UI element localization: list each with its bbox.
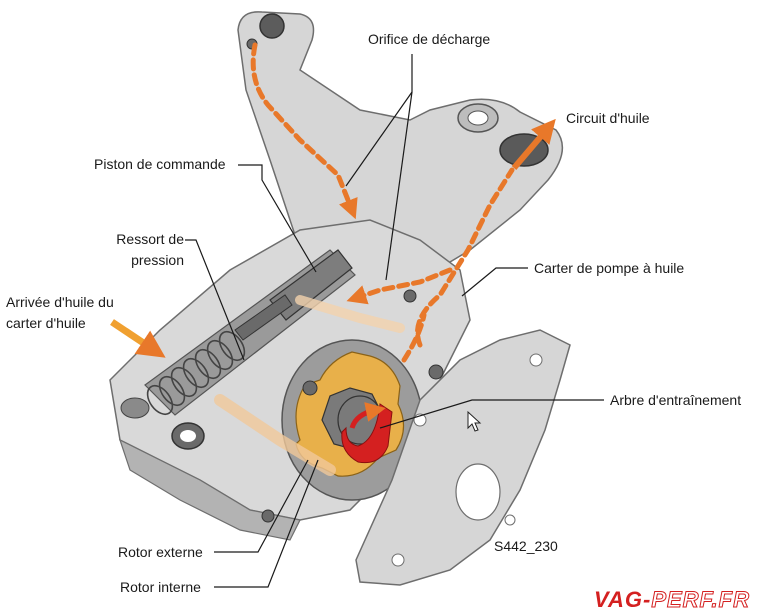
oil-flow-rotor-loop bbox=[401, 312, 427, 363]
cover-bolt-hole-2 bbox=[529, 353, 543, 367]
cover-bolt-hole-4 bbox=[504, 514, 516, 526]
label-ressort-line-2: pression bbox=[131, 252, 184, 268]
oil-flow-to-circuit bbox=[415, 167, 515, 348]
label-piston-de-commande: Piston de commande bbox=[94, 156, 226, 172]
oil-channel-translucent bbox=[214, 394, 336, 476]
leader-carter bbox=[461, 267, 528, 297]
watermark-part-1: VAG- bbox=[593, 587, 652, 612]
oil-flow-upper bbox=[250, 42, 358, 220]
oil-channel-upper-translucent bbox=[295, 295, 405, 333]
label-arrivee-line-1: Arrivée d'huile du bbox=[6, 294, 114, 310]
mounting-hole-left-inner bbox=[180, 430, 196, 442]
bolt-3 bbox=[403, 289, 417, 303]
label-carter-de-pompe: Carter de pompe à huile bbox=[534, 260, 685, 276]
mounting-hole-right bbox=[467, 110, 489, 126]
leader-piston bbox=[238, 164, 317, 273]
pressure-spring bbox=[146, 330, 246, 416]
leader-arbre bbox=[379, 399, 604, 429]
label-ressort-line-1: Ressort de bbox=[116, 231, 184, 247]
label-arrivee-line-2: carter d'huile bbox=[6, 315, 86, 331]
bolt-2 bbox=[428, 364, 444, 380]
label-ressort-de-pression: Ressort de pression bbox=[108, 229, 184, 271]
mouse-cursor-icon bbox=[467, 410, 482, 432]
cover-center-hole bbox=[455, 463, 501, 521]
bolt-1 bbox=[302, 380, 318, 396]
bolt-4 bbox=[261, 509, 275, 523]
label-orifice-de-decharge: Orifice de décharge bbox=[368, 31, 491, 47]
oil-flow-paths bbox=[250, 42, 515, 363]
label-rotor-externe: Rotor externe bbox=[118, 544, 203, 560]
watermark-part-2: PERF.FR bbox=[651, 587, 750, 613]
mounting-hole-top bbox=[259, 13, 285, 39]
control-piston-rod bbox=[234, 294, 293, 341]
leader-rotor-interne bbox=[214, 459, 319, 588]
figure-code: S442_230 bbox=[494, 538, 558, 554]
site-watermark: VAG-PERF.FR bbox=[594, 587, 750, 613]
leader-ressort bbox=[185, 239, 245, 361]
leader-lines bbox=[185, 54, 604, 588]
drive-shaft-rotation-arrow bbox=[349, 402, 386, 429]
inlet-port bbox=[120, 397, 150, 419]
label-rotor-interne: Rotor interne bbox=[120, 579, 201, 595]
oil-flow-discharge bbox=[346, 267, 453, 305]
leader-orifice-2 bbox=[385, 91, 413, 281]
cover-bolt-hole-3 bbox=[391, 553, 405, 567]
leader-rotor-externe bbox=[214, 459, 309, 553]
oil-inlet-arrow bbox=[110, 319, 166, 358]
label-arbre-d-entrainement: Arbre d'entraînement bbox=[610, 392, 742, 408]
housing-lower-face bbox=[118, 438, 301, 541]
label-circuit-d-huile: Circuit d'huile bbox=[566, 110, 650, 126]
label-arrivee-d-huile: Arrivée d'huile du carter d'huile bbox=[6, 292, 114, 334]
pump-cover-plate bbox=[355, 329, 571, 586]
oil-circuit-arrow bbox=[511, 118, 556, 170]
